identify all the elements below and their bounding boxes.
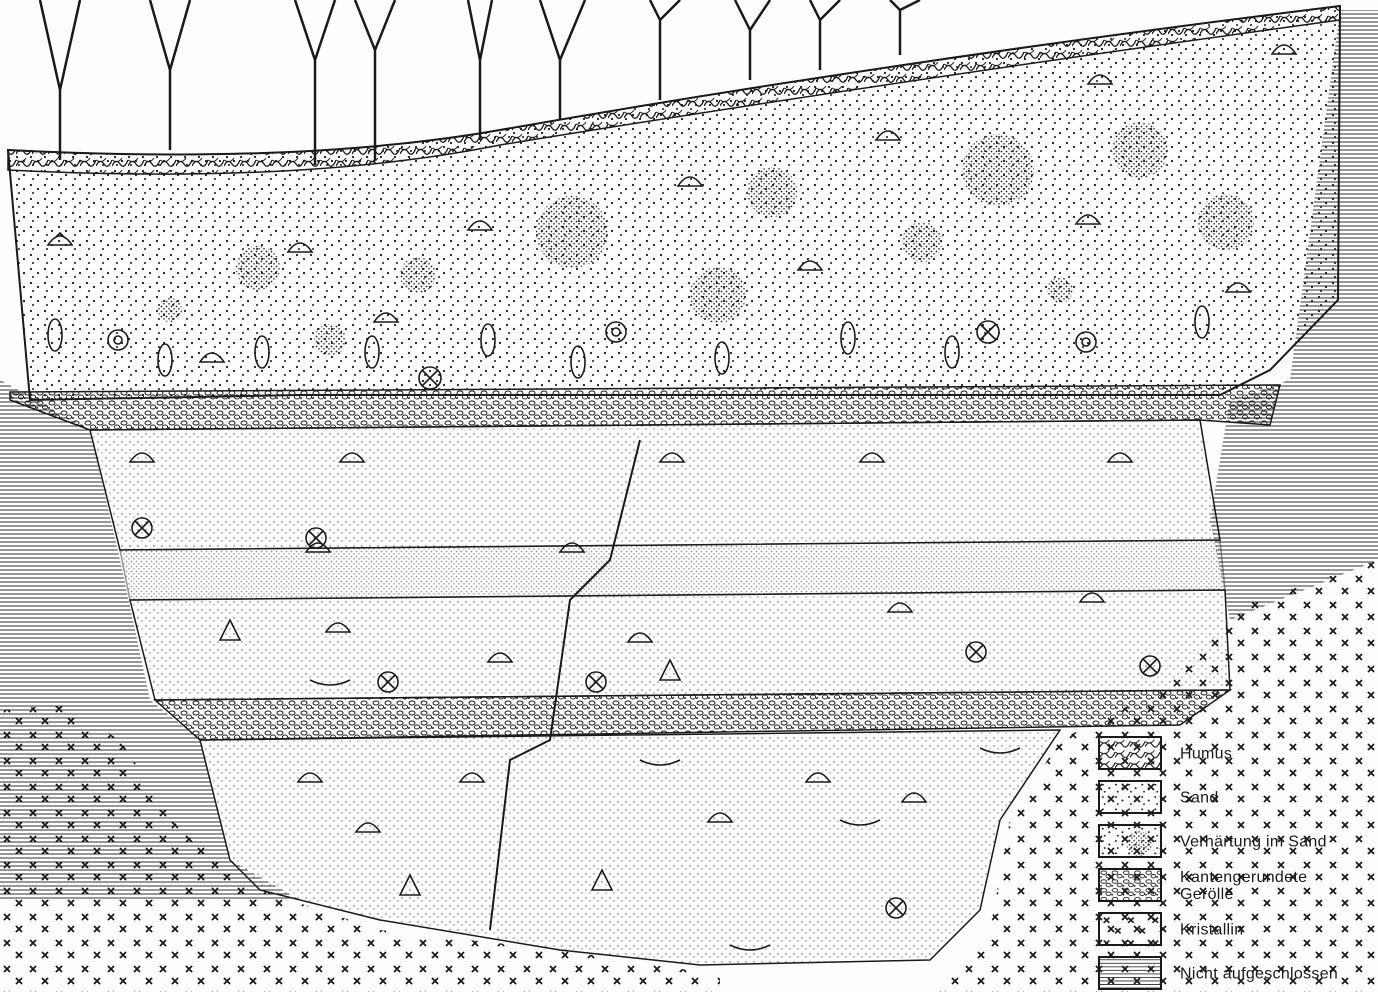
legend-item-geroelle: Kantengerundete Gerölle	[1098, 868, 1370, 904]
stratum-1	[90, 420, 1220, 550]
legend-label-sand: Sand	[1180, 790, 1219, 807]
legend-item-verhaertung: Verhärtung im Sand	[1098, 824, 1370, 860]
legend-label-kristallin: Kristallin	[1180, 922, 1243, 939]
legend-label-verhaertung: Verhärtung im Sand	[1180, 834, 1327, 851]
legend-item-kristallin: Kristallin	[1098, 912, 1370, 948]
legend-label-geroelle: Kantengerundete Gerölle	[1180, 869, 1307, 903]
legend-label-humus: Humus	[1180, 746, 1232, 763]
legend-item-humus: Humus	[1098, 736, 1370, 772]
humus-swatch	[1098, 736, 1162, 770]
crystalline-swatch	[1098, 912, 1162, 946]
concretion-swatch	[1098, 824, 1162, 858]
sand-swatch	[1098, 780, 1162, 814]
stratum-3	[130, 590, 1230, 700]
gravel-swatch	[1098, 868, 1162, 902]
legend-item-nicht: Nicht aufgeschlossen	[1098, 956, 1370, 992]
legend-item-sand: Sand	[1098, 780, 1370, 816]
legend-label-nicht: Nicht aufgeschlossen	[1180, 966, 1338, 983]
sand-layer-top	[8, 6, 1340, 400]
unexposed-swatch	[1098, 956, 1162, 990]
